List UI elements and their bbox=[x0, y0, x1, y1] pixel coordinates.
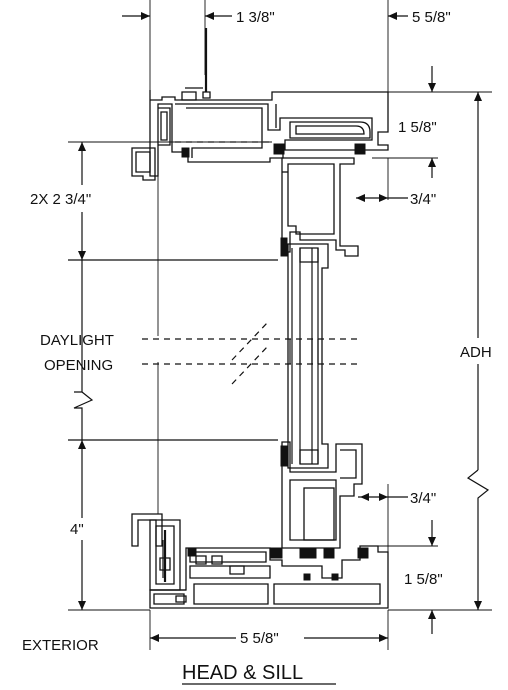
daylight-label-line2: OPENING bbox=[44, 357, 113, 374]
sill-sash-profile bbox=[280, 441, 363, 549]
glass-unit bbox=[287, 243, 329, 469]
sill-frame-profile bbox=[131, 513, 389, 609]
head-sash-profile bbox=[280, 157, 359, 257]
dim-head-height: 1 5/8" bbox=[398, 119, 437, 136]
daylight-label-line1: DAYLIGHT bbox=[40, 332, 114, 349]
dim-frame-depth-bottom: 5 5/8" bbox=[240, 630, 279, 647]
bottom-dimension bbox=[149, 610, 389, 650]
dim-frame-depth-top: 5 5/8" bbox=[412, 9, 451, 26]
head-frame-profile bbox=[131, 28, 389, 181]
dim-head-glazing-offset: 3/4" bbox=[410, 191, 436, 208]
dim-sill-sightline: 4" bbox=[70, 521, 84, 538]
left-dimensions bbox=[68, 141, 278, 611]
dim-head-offset: 1 3/8" bbox=[236, 9, 275, 26]
dim-sill-glazing-offset: 3/4" bbox=[410, 490, 436, 507]
daylight-break bbox=[142, 321, 362, 385]
dim-head-sightline: 2X 2 3/4" bbox=[30, 191, 91, 208]
dim-sill-height: 1 5/8" bbox=[404, 571, 443, 588]
dim-overall-height: ADH bbox=[460, 344, 492, 361]
right-dimensions bbox=[356, 66, 492, 634]
diagram-title: HEAD & SILL bbox=[182, 662, 303, 684]
exterior-label: EXTERIOR bbox=[22, 637, 99, 654]
